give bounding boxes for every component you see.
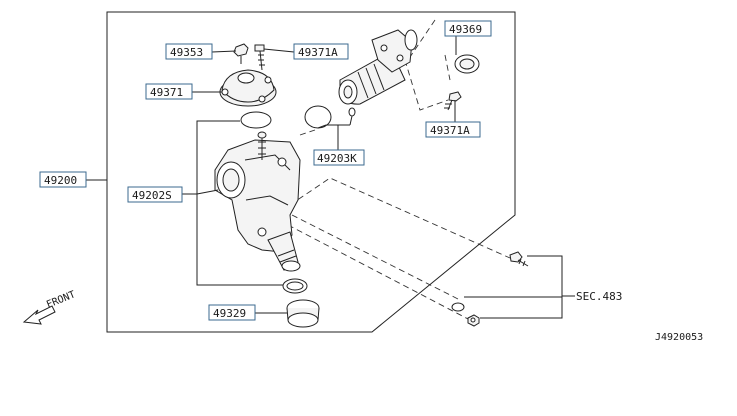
- label-49353: 49353: [170, 46, 203, 59]
- gear-box-body: [214, 131, 301, 272]
- label-49202s: 49202S: [132, 189, 172, 202]
- label-49371: 49371: [150, 86, 183, 99]
- seal-ring-lower: [282, 278, 308, 294]
- label-box-49200: [39, 171, 87, 188]
- bolt-49371a-right: [444, 91, 462, 111]
- nut: [467, 314, 480, 327]
- valve-assembly: [338, 29, 418, 105]
- label-49200: 49200: [44, 174, 77, 187]
- front-arrow-icon: [22, 305, 56, 325]
- small-o-ring: [348, 107, 356, 117]
- label-49329: 49329: [213, 307, 246, 320]
- mounting-dashes: [287, 19, 511, 321]
- washer: [451, 302, 465, 312]
- label-box-49353: [165, 43, 213, 60]
- label-box-49203k: [313, 149, 365, 166]
- bolt-49353: [233, 43, 249, 64]
- label-49371a-right: 49371A: [430, 124, 470, 137]
- o-ring-upper: [240, 111, 272, 129]
- cover-49371: [219, 69, 277, 107]
- label-box-49369: [444, 20, 492, 37]
- label-sec-483: SEC.483: [576, 290, 622, 303]
- boot-49329: [286, 299, 320, 328]
- diagram-code: J4920053: [655, 332, 703, 343]
- label-49203k: 49203K: [317, 152, 357, 165]
- label-49371a-top: 49371A: [298, 46, 338, 59]
- mounting-bolt: [509, 251, 529, 267]
- label-box-49371a-right: [425, 121, 481, 138]
- label-box-49371: [145, 83, 193, 100]
- seal-49369: [454, 54, 480, 74]
- label-box-49329: [208, 304, 256, 321]
- front-label: FRONT: [45, 289, 77, 310]
- label-box-49371a-top: [293, 43, 349, 60]
- label-box-49202s: [127, 186, 183, 203]
- label-49369: 49369: [449, 23, 482, 36]
- leader-lines: [86, 30, 575, 319]
- bolt-49371a-top: [254, 44, 265, 71]
- assembly-frame: [106, 11, 516, 333]
